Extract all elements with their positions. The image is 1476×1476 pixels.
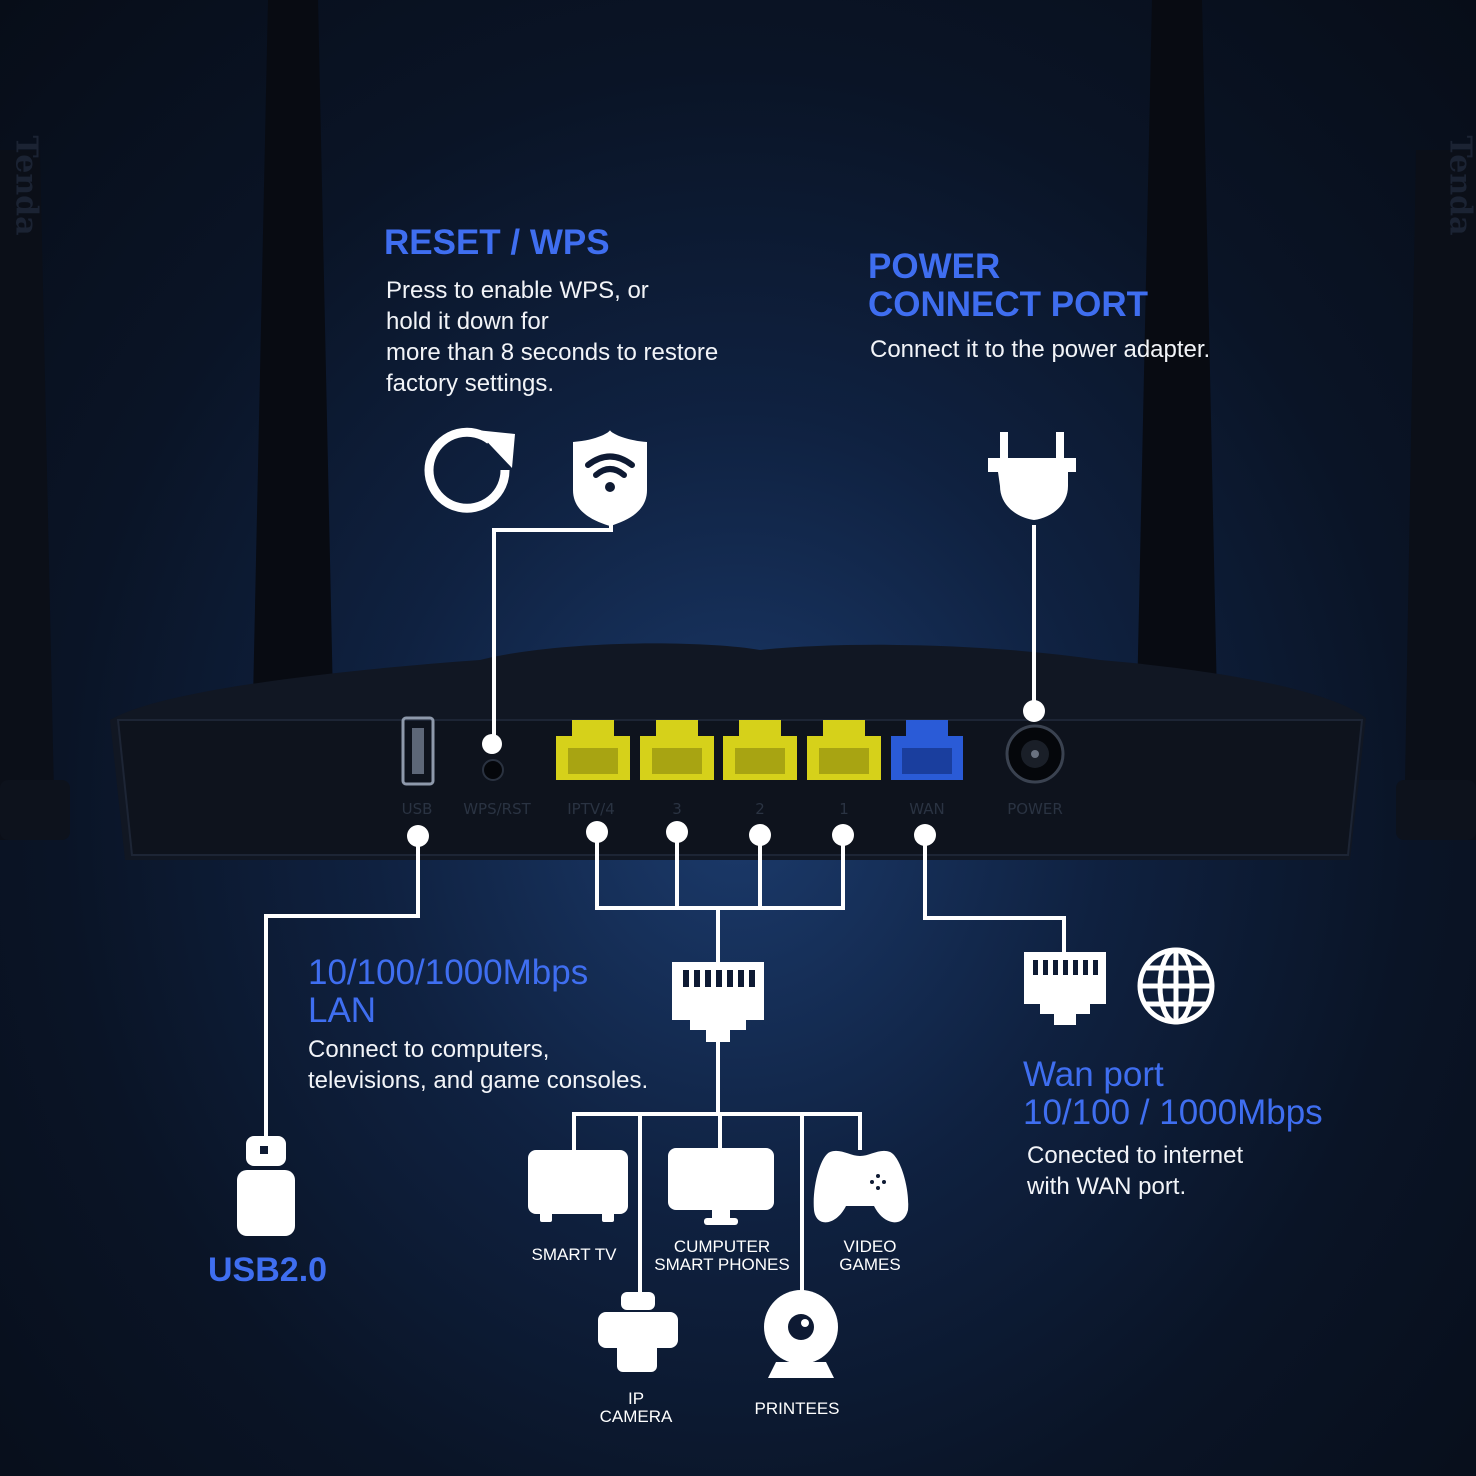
device-label-printees: PRINTEES xyxy=(754,1399,840,1418)
wan-line: with WAN port. xyxy=(1027,1173,1187,1200)
refresh-icon xyxy=(424,427,515,513)
reset-wps-title: RESET / WPS xyxy=(384,223,610,262)
brand-logo-right: Tenda xyxy=(1442,135,1476,236)
brand-logo-left: Tenda xyxy=(8,135,44,236)
antenna-right-outer xyxy=(1396,150,1476,840)
wan-line: Conected to internet xyxy=(1027,1142,1244,1169)
lan-port-2 xyxy=(723,720,797,780)
port-label-lan2: 2 xyxy=(755,800,765,818)
port-label-wps-rst: WPS/RST xyxy=(463,800,531,818)
device-label-smart-tv: SMART TV xyxy=(531,1245,617,1264)
reset-wps-description: Press to enable WPS, or hold it down for… xyxy=(386,275,718,399)
power-title-line1: POWER xyxy=(868,247,1001,286)
usb-port xyxy=(401,716,435,786)
lan-port-1 xyxy=(807,720,881,780)
antenna-left-outer xyxy=(0,150,70,840)
device-label-ip-camera: IP CAMERA xyxy=(586,1390,686,1426)
globe-icon xyxy=(1137,947,1215,1025)
device-label-computer-line1: CUMPUTER xyxy=(673,1237,771,1256)
lan-description: Connect to computers, televisions, and g… xyxy=(308,1034,648,1096)
lan-title-line1: 10/100/1000Mbps xyxy=(308,953,589,992)
lan-port-iptv4 xyxy=(556,720,630,780)
ethernet-jack-icon xyxy=(672,962,764,1042)
reset-wps-line: Press to enable WPS, or xyxy=(386,277,649,304)
lan-line: televisions, and game consoles. xyxy=(308,1067,649,1094)
reset-wps-line: hold it down for xyxy=(386,308,549,335)
device-label-computer-line2: SMART PHONES xyxy=(654,1255,790,1274)
device-label-video-games: VIDEO GAMES xyxy=(820,1238,920,1274)
connector-dots xyxy=(407,700,1045,847)
tv-icon xyxy=(528,1150,628,1222)
gamepad-icon xyxy=(813,1150,909,1223)
power-jack xyxy=(1005,724,1065,784)
power-plug-icon xyxy=(988,432,1076,520)
monitor-icon xyxy=(668,1148,774,1225)
wan-description: Conected to internet with WAN port. xyxy=(1027,1140,1243,1202)
lan-title-line2: LAN xyxy=(308,990,377,1030)
wan-title-line2: 10/100 / 1000Mbps xyxy=(1023,1093,1323,1132)
antenna-left-inner xyxy=(250,0,336,840)
power-description: Connect it to the power adapter. xyxy=(870,336,1211,363)
device-label-ip-camera-line1: IP xyxy=(627,1389,645,1408)
port-label-lan3: 3 xyxy=(672,800,682,818)
wan-title-line1: Wan port xyxy=(1023,1055,1164,1094)
webcam-icon xyxy=(764,1290,838,1378)
port-label-lan1: 1 xyxy=(839,800,849,818)
port-label-power: POWER xyxy=(1007,800,1063,818)
usb-title: USB2.0 xyxy=(208,1251,328,1289)
antenna-right-inner xyxy=(1134,0,1220,840)
reset-wps-line: more than 8 seconds to restore xyxy=(386,339,719,366)
wan-port xyxy=(891,720,963,780)
device-label-ip-camera-line2: CAMERA xyxy=(599,1407,673,1426)
device-label-video-games-line2: GAMES xyxy=(839,1255,901,1274)
lan-title: 10/100/1000Mbps LAN xyxy=(308,954,588,1030)
wan-title: Wan port 10/100 / 1000Mbps xyxy=(1023,1056,1323,1132)
device-label-computer: CUMPUTER SMART PHONES xyxy=(652,1238,792,1274)
wps-rst-button xyxy=(482,759,504,781)
port-label-usb: USB xyxy=(401,800,433,818)
usb-drive-icon xyxy=(237,1136,295,1236)
port-label-wan: WAN xyxy=(909,800,945,818)
ethernet-jack-icon-wan xyxy=(1024,952,1106,1025)
device-label-video-games-line1: VIDEO xyxy=(843,1237,897,1256)
power-title: POWER CONNECT PORT xyxy=(868,248,1148,324)
lan-port-3 xyxy=(640,720,714,780)
lan-line: Connect to computers, xyxy=(308,1036,550,1063)
connector-lines xyxy=(264,520,1066,1292)
port-label-iptv4: IPTV/4 xyxy=(567,800,615,818)
printer-icon xyxy=(598,1292,678,1372)
power-title-line2: CONNECT PORT xyxy=(868,284,1148,324)
reset-wps-line: factory settings. xyxy=(386,370,555,397)
wifi-shield-icon xyxy=(573,430,647,526)
